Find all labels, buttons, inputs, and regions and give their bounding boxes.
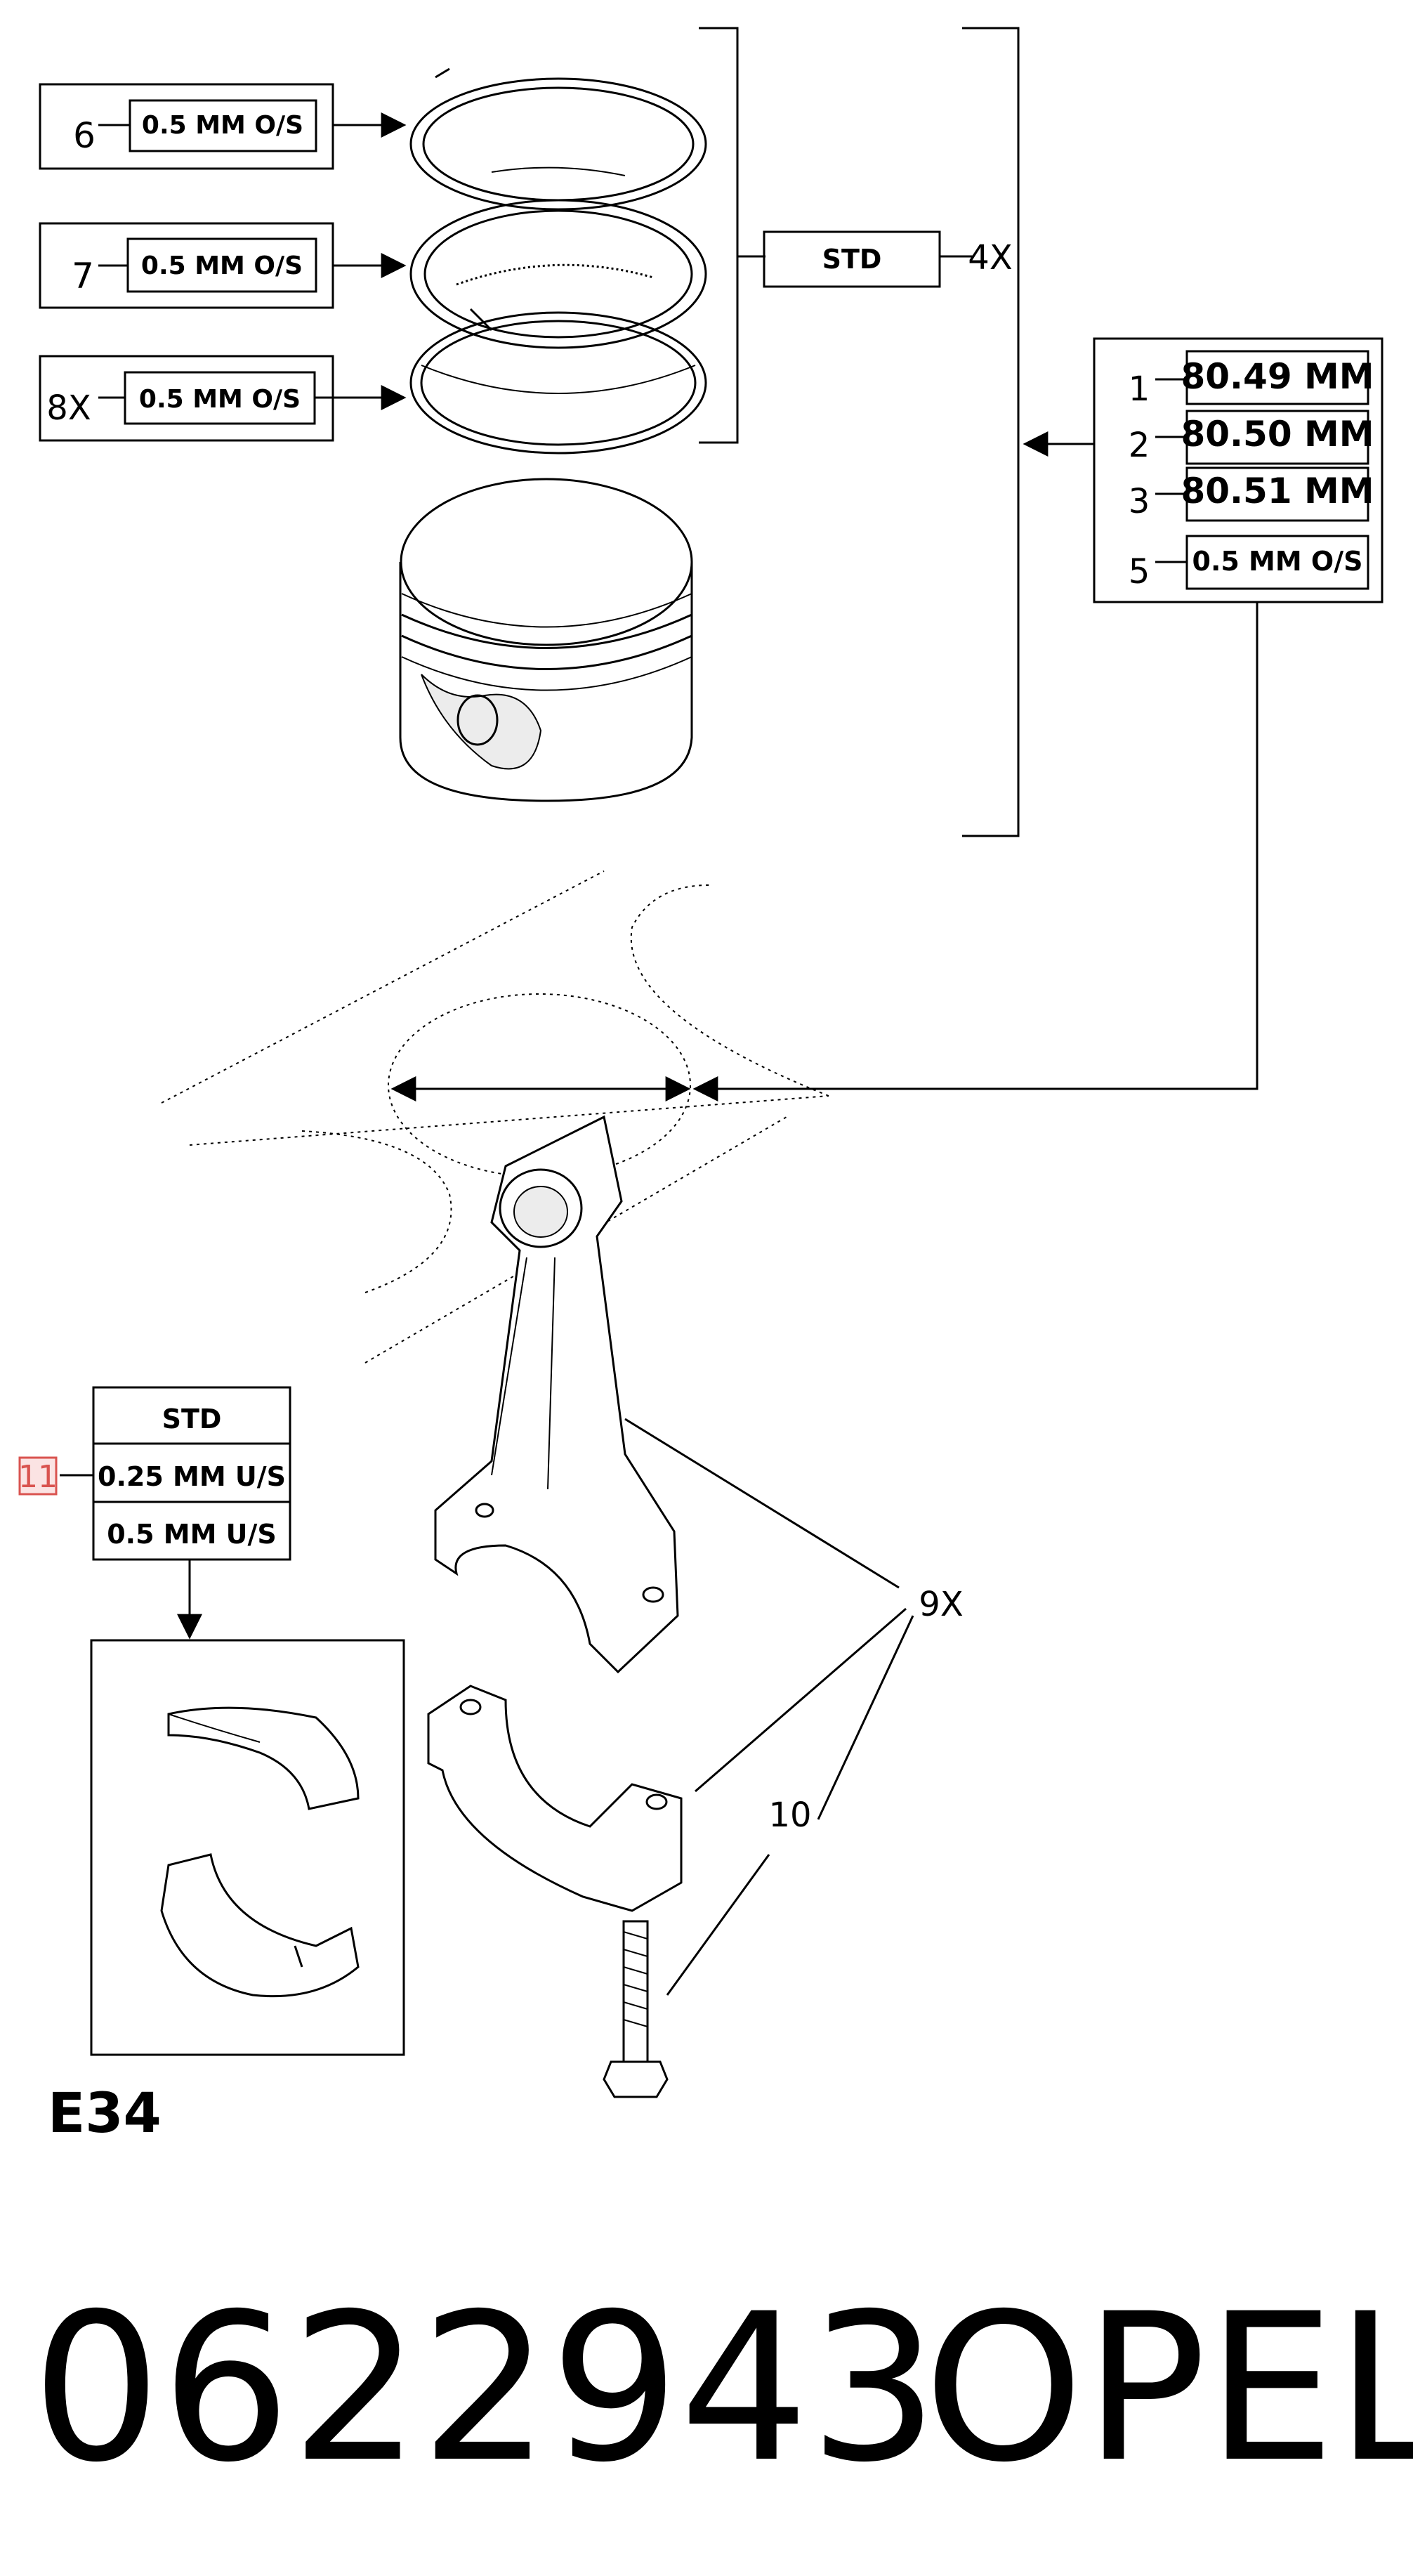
bearing-std-label: STD [162,1404,222,1434]
svg-text:5: 5 [1129,552,1150,591]
connecting-rod-cap-illustration [427,1685,683,1912]
svg-text:4X: 4X [968,238,1012,277]
svg-text:3: 3 [1129,482,1150,521]
svg-text:2: 2 [1129,426,1150,465]
piston-ring-oil-illustration [409,311,707,455]
piston-ring-top-illustration [409,67,707,211]
rod-bolt-illustration [603,1920,669,2098]
svg-text:7: 7 [72,256,94,296]
piston-oversize-label: 0.5 MM O/S [1192,546,1363,577]
callout-11-highlight[interactable] [18,1456,58,1496]
callout-ring-top: 6 0.5 MM O/S [39,83,407,170]
callout-bearing-sizes: STD 0.25 MM U/S 0.5 MM U/S 11 [18,1386,291,1561]
piston-illustration [399,478,693,802]
callout-9x: 9X [919,1585,963,1624]
callout-10: 10 [768,1796,811,1835]
ring-second-oversize-label: 0.5 MM O/S [141,251,303,280]
cylinder-block-outline [161,870,829,1364]
leader-9x [624,1418,914,1820]
piston-bracket [962,27,1020,837]
engine-code-label: E34 [48,2082,162,2145]
ring-top-oversize-label: 0.5 MM O/S [142,111,303,140]
callout-ring-oil: 8X 0.5 MM O/S [39,355,407,442]
bearing-shells-box [90,1639,405,2056]
bearing-05-undersize-label: 0.5 MM U/S [107,1519,277,1550]
piston-size-1-label: 80.49 MM [1181,356,1374,397]
piston-size-3-label: 80.51 MM [1181,471,1374,511]
svg-text:11: 11 [18,1459,58,1495]
callout-ring-second: 7 0.5 MM O/S [39,222,407,309]
piston-ring-second-illustration [409,199,707,349]
leader-10 [666,1854,770,1996]
bore-leader-line [692,602,1258,1101]
callout-ring-set: STD 4X [763,230,1013,288]
brand-name: OPEL [924,2270,1413,2507]
svg-text:8X: 8X [46,388,91,428]
bearing-shell-upper-illustration [167,1706,360,1810]
ring-oil-oversize-label: 0.5 MM O/S [139,385,301,414]
callout-piston-sizes: 1 2 3 5 80.49 MM 80.50 MM 80.51 MM 0.5 M… [1093,337,1384,603]
svg-text:6: 6 [73,115,96,156]
bearing-shell-lower-illustration [160,1853,360,1998]
svg-text:1: 1 [1129,370,1150,409]
bearing-025-undersize-label: 0.25 MM U/S [98,1461,286,1492]
connecting-rod-illustration [434,1115,679,1674]
part-number: 0622943 [32,2270,939,2507]
rings-bracket [699,27,739,444]
piston-size-2-label: 80.50 MM [1181,414,1374,455]
ring-set-std-label: STD [822,244,882,275]
